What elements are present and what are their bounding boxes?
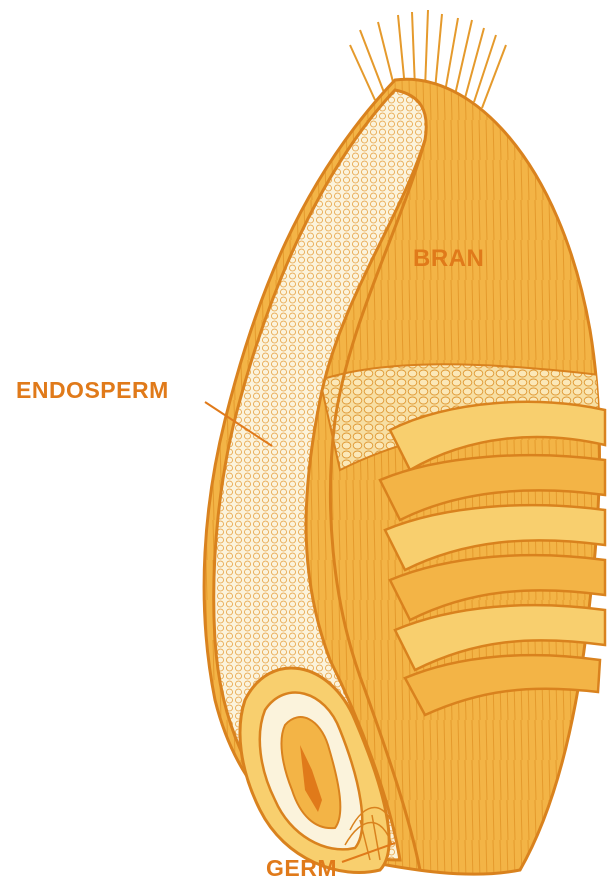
endosperm-label: ENDOSPERM bbox=[16, 377, 169, 403]
bran-label: BRAN bbox=[413, 245, 484, 272]
germ-label: GERM bbox=[266, 855, 337, 881]
